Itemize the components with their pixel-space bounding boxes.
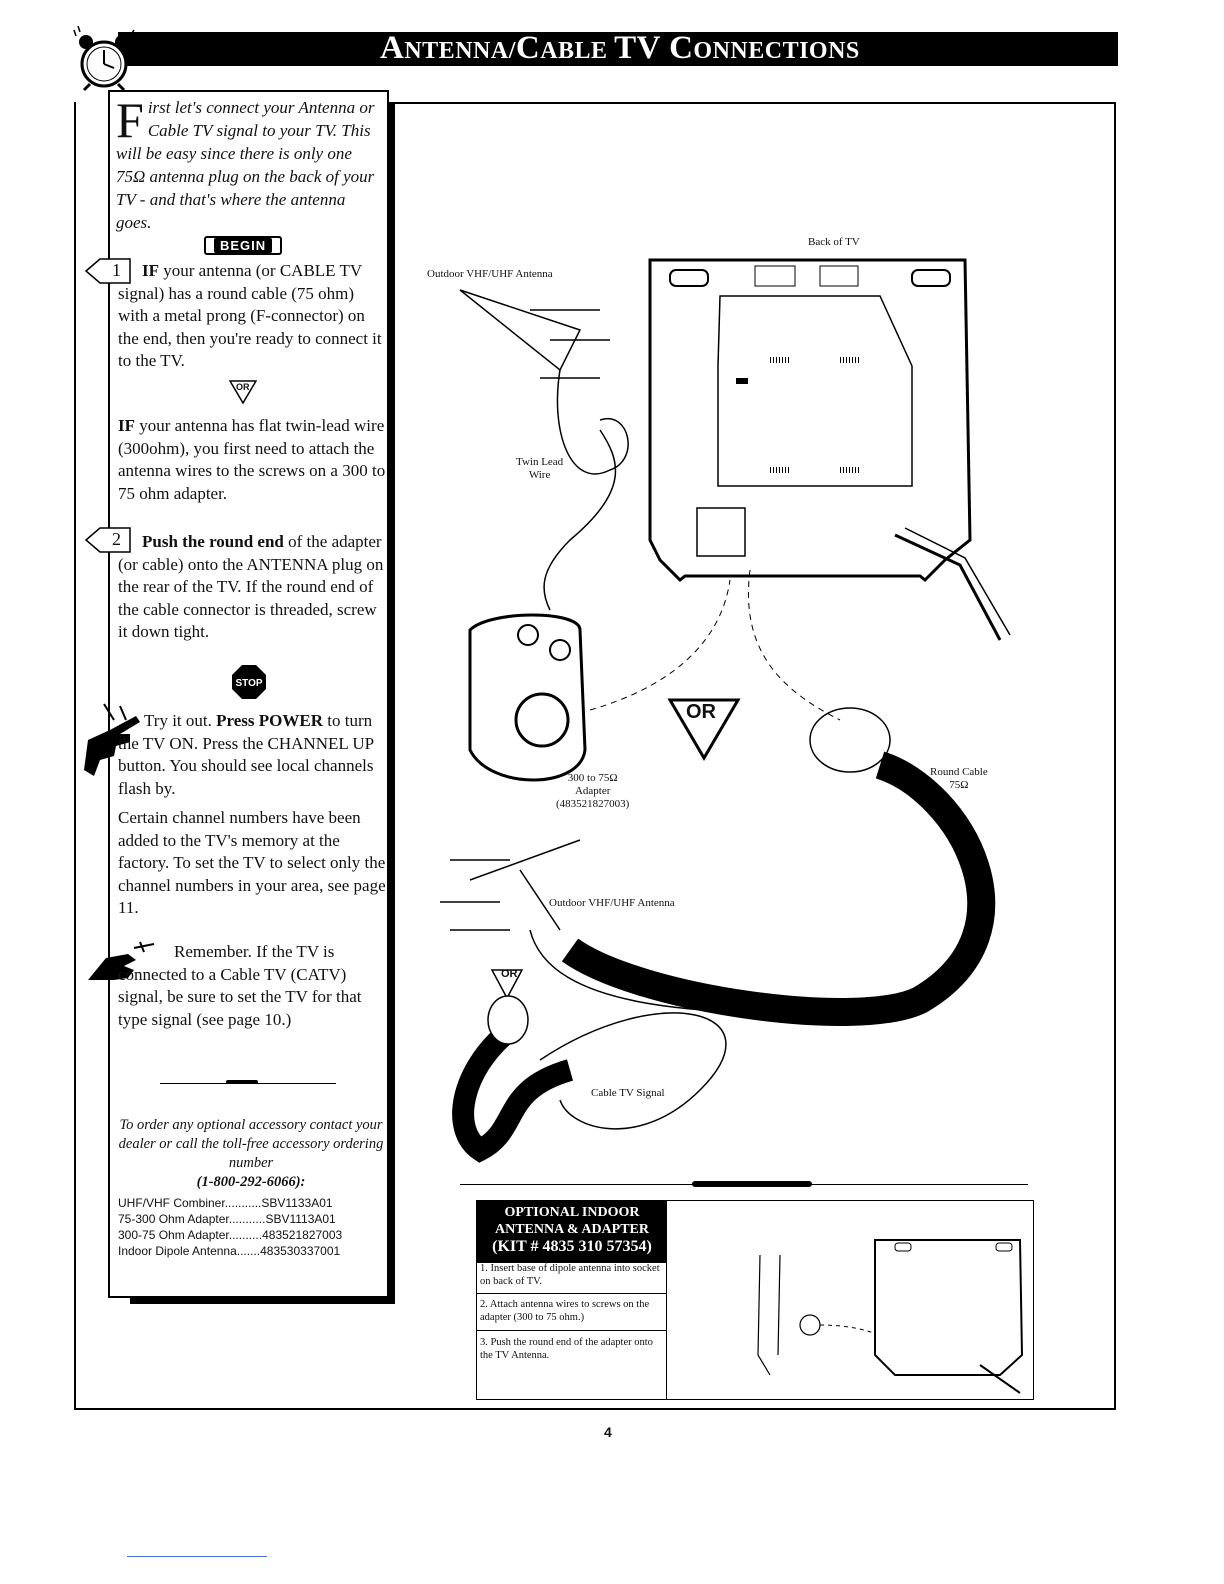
indoor-antenna-heading: OPTIONAL INDOOR ANTENNA & ADAPTER (KIT #…: [477, 1201, 667, 1263]
stop-sign-icon: STOP: [232, 665, 266, 699]
outdoor-antenna-label: Outdoor VHF/UHF Antenna: [427, 268, 553, 280]
round-cable-illustration: [561, 569, 996, 1026]
outdoor-antenna-top: [459, 289, 629, 611]
order-info: To order any optional accessory contact …: [118, 1117, 384, 1190]
part-row: 75-300 Ohm Adapter...........SBV1113A01: [118, 1212, 336, 1226]
adapter-illustration: [468, 579, 731, 782]
indoor-step: 1. Insert base of dipole antenna into so…: [480, 1263, 660, 1287]
or-small-label-2: OR: [501, 968, 518, 980]
divider: [477, 1330, 666, 1331]
step-2-number: 2: [112, 529, 121, 549]
or-big-label: OR: [686, 701, 716, 723]
alarm-clock-icon: [73, 26, 135, 92]
page-number: 4: [604, 1424, 612, 1440]
indoor-antenna-illustration: [757, 1239, 1024, 1394]
indoor-box-divider: [666, 1201, 667, 1399]
left-panel-shadow: [130, 1296, 395, 1304]
try-it-text: Try it out. Press POWER to turn the TV O…: [118, 711, 374, 798]
step-2-text: Push the round end of the adapter (or ca…: [118, 532, 384, 641]
main-frame: [74, 102, 1116, 1410]
header-bar: [118, 32, 1118, 66]
back-of-tv-label: Back of TV: [808, 236, 860, 248]
remember-text: Remember. If the TV is connected to a Ca…: [118, 942, 362, 1029]
connection-diagram: [440, 258, 1011, 1163]
memory-text: Certain channel numbers have been added …: [118, 808, 386, 917]
drop-cap: F: [116, 92, 144, 148]
step-1b-text: IF your antenna has flat twin-lead wire …: [118, 416, 386, 503]
outdoor-antenna-label-2: Outdoor VHF/UHF Antenna: [549, 897, 675, 909]
left-panel-shadow: [387, 104, 395, 1300]
indoor-antenna-box: [476, 1200, 1034, 1400]
begin-badge: BEGIN: [204, 236, 283, 255]
or-big-triangle: [667, 698, 741, 761]
page-title: ANTENNA/CABLE TV CONNECTIONS: [380, 30, 860, 66]
footer-line: [127, 1556, 267, 1557]
step-2-arrow-icon: [84, 527, 131, 553]
parts-list: UHF/VHF Combiner...........SBV1133A01 75…: [118, 1195, 386, 1259]
step-1-text: IF your antenna (or CABLE TV signal) has…: [118, 261, 382, 370]
indoor-step: 2. Attach antenna wires to screws on the…: [480, 1299, 650, 1323]
outdoor-antenna-bottom: [440, 839, 921, 1014]
or-divider-icon: [229, 380, 257, 404]
divider-dot: [226, 1080, 258, 1084]
main-frame-top: [387, 102, 1116, 104]
part-row: Indoor Dipole Antenna.......483530337001: [118, 1244, 341, 1258]
pointing-hand-icon: [84, 703, 140, 776]
part-row: UHF/VHF Combiner...........SBV1133A01: [118, 1196, 333, 1210]
svg-text:STOP: STOP: [235, 678, 262, 689]
cable-tv-signal-illustration: [452, 995, 727, 1163]
or-small-triangle: [490, 969, 524, 1000]
cable-tv-signal-label: Cable TV Signal: [591, 1087, 665, 1099]
hand-note-icon: [88, 941, 155, 980]
part-row: 300-75 Ohm Adapter..........483521827003: [118, 1228, 343, 1242]
step-1-arrow-icon: [84, 258, 131, 284]
divider: [477, 1293, 666, 1294]
divider-dot: [692, 1181, 812, 1187]
tv-back-illustration: [648, 258, 1011, 641]
indoor-step: 3. Push the round end of the adapter ont…: [480, 1337, 653, 1361]
step-1-number: 1: [112, 260, 121, 280]
or-label: OR: [236, 382, 250, 392]
